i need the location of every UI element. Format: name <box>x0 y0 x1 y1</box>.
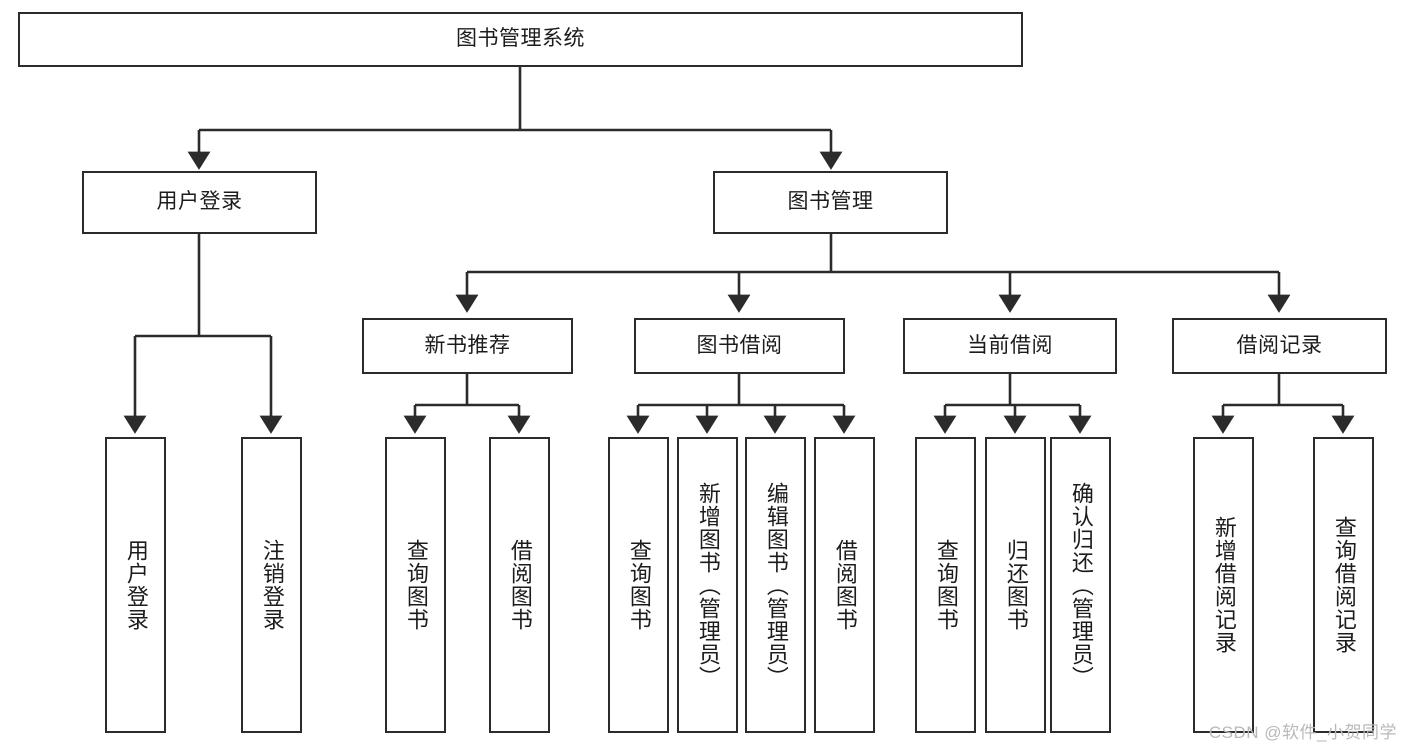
leaf-borrow-record-add-label: 新增借阅记录 <box>1211 516 1237 654</box>
node-root-book-management-system[interactable]: 图书管理系统 <box>18 12 1023 67</box>
leaf-new-book-borrow-label: 借阅图书 <box>507 539 533 631</box>
leaf-book-borrow-add-label: 新增图书（管理员） <box>695 481 721 689</box>
leaf-current-borrow-confirm[interactable]: 确认归还（管理员） <box>1050 437 1111 733</box>
leaf-user-login-logout[interactable]: 注销登录 <box>241 437 302 733</box>
leaf-book-borrow-borrow[interactable]: 借阅图书 <box>814 437 875 733</box>
leaf-user-login-login-label: 用户登录 <box>123 539 149 631</box>
node-borrow-record-label: 借阅记录 <box>1236 333 1323 357</box>
leaf-borrow-record-query-label: 查询借阅记录 <box>1331 516 1357 654</box>
node-borrow-record[interactable]: 借阅记录 <box>1172 318 1387 374</box>
csdn-watermark: CSDN @软件_小贺同学 <box>1208 723 1397 742</box>
node-book-borrow-label: 图书借阅 <box>696 333 783 357</box>
leaf-book-borrow-edit-label: 编辑图书（管理员） <box>763 481 789 689</box>
node-user-login-label: 用户登录 <box>156 190 243 214</box>
leaf-book-borrow-add[interactable]: 新增图书（管理员） <box>677 437 738 733</box>
node-current-borrow-label: 当前借阅 <box>967 333 1053 357</box>
leaf-borrow-record-query[interactable]: 查询借阅记录 <box>1313 437 1374 733</box>
leaf-book-borrow-edit[interactable]: 编辑图书（管理员） <box>745 437 806 733</box>
node-new-book-recommend-label: 新书推荐 <box>424 333 511 357</box>
leaf-current-borrow-query[interactable]: 查询图书 <box>915 437 976 733</box>
node-new-book-recommend[interactable]: 新书推荐 <box>362 318 573 374</box>
node-root-label: 图书管理系统 <box>456 27 585 51</box>
node-book-borrow[interactable]: 图书借阅 <box>634 318 845 374</box>
leaf-current-borrow-return-label: 归还图书 <box>1003 539 1029 631</box>
leaf-current-borrow-return[interactable]: 归还图书 <box>985 437 1046 733</box>
leaf-book-borrow-query-label: 查询图书 <box>626 539 652 631</box>
leaf-current-borrow-confirm-label: 确认归还（管理员） <box>1068 481 1094 689</box>
leaf-user-login-logout-label: 注销登录 <box>259 539 285 631</box>
leaf-current-borrow-query-label: 查询图书 <box>933 539 959 631</box>
node-user-login[interactable]: 用户登录 <box>82 171 317 234</box>
node-book-management-label: 图书管理 <box>787 190 874 214</box>
leaf-user-login-login[interactable]: 用户登录 <box>105 437 166 733</box>
leaf-book-borrow-borrow-label: 借阅图书 <box>832 539 858 631</box>
leaf-new-book-query-label: 查询图书 <box>403 539 429 631</box>
leaf-new-book-query[interactable]: 查询图书 <box>385 437 446 733</box>
leaf-book-borrow-query[interactable]: 查询图书 <box>608 437 669 733</box>
leaf-new-book-borrow[interactable]: 借阅图书 <box>489 437 550 733</box>
leaf-borrow-record-add[interactable]: 新增借阅记录 <box>1193 437 1254 733</box>
node-current-borrow[interactable]: 当前借阅 <box>903 318 1117 374</box>
node-book-management[interactable]: 图书管理 <box>713 171 948 234</box>
